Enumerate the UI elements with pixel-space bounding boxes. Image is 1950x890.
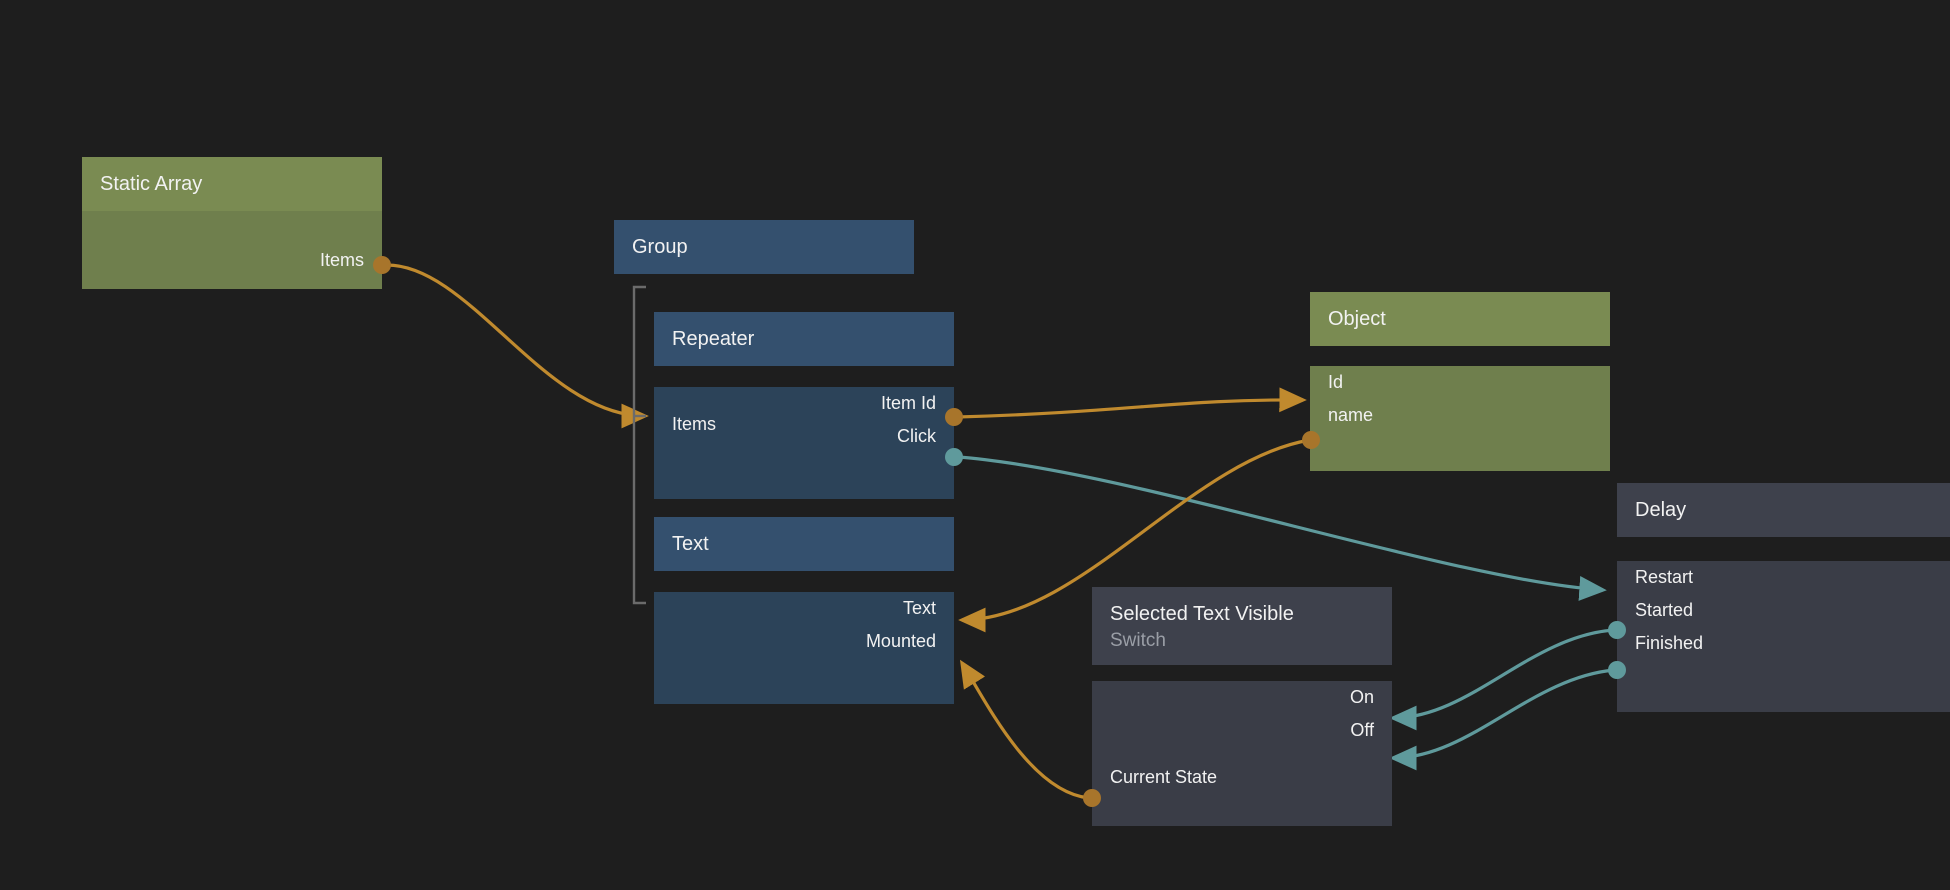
node-static-array[interactable]: Static Array Items [82, 157, 382, 289]
port-delay-finished-out[interactable]: Finished [1617, 627, 1950, 660]
node-object-title: Object [1310, 292, 1610, 346]
node-object[interactable]: Object Id name [1310, 292, 1610, 471]
node-selected-text-visible-title: Selected Text Visible Switch [1092, 587, 1392, 665]
port-label: Off [1350, 720, 1374, 740]
port-label: On [1349, 687, 1374, 707]
port-switch-on-in[interactable]: On [1092, 681, 1392, 714]
port-delay-restart-in[interactable]: Restart [1617, 561, 1950, 594]
port-text-mounted-in[interactable]: Mounted [654, 625, 954, 658]
port-label: Finished [1635, 633, 1704, 653]
node-group[interactable]: Group [614, 220, 914, 274]
port-label: Started [1635, 600, 1694, 620]
port-object-id-in[interactable]: Id [1310, 366, 1610, 399]
wire-switch-current-state-to-text-mounted [959, 659, 1090, 800]
port-label: Id [1328, 372, 1344, 392]
port-delay-started-out[interactable]: Started [1617, 594, 1950, 627]
node-text-title: Text [654, 517, 954, 571]
port-repeater-items-in[interactable]: Items [654, 408, 954, 441]
port-repeater-item-id-out[interactable]: Item Id [654, 387, 954, 420]
spacer [82, 211, 382, 244]
node-selected-text-visible-body: On Off Current State [1092, 681, 1392, 826]
node-delay-body: Restart Started Finished [1617, 561, 1950, 712]
port-label: Items [672, 414, 717, 434]
node-group-title: Group [614, 220, 914, 274]
node-repeater-body: Item Id Click Items [654, 387, 954, 499]
port-label: Text [902, 598, 936, 618]
wire-delay-finished-to-switch-off [1389, 668, 1615, 771]
port-static-array-items-out[interactable]: Items [82, 244, 382, 277]
port-label: Mounted [865, 631, 936, 651]
port-switch-current-state-out[interactable]: Current State [1092, 761, 1392, 794]
port-object-name-out[interactable]: name [1310, 399, 1610, 432]
node-object-body: Id name [1310, 366, 1610, 471]
port-label: Current State [1110, 767, 1218, 787]
port-label: Restart [1635, 567, 1694, 587]
wire-repeater-item-id-to-object-id [957, 387, 1307, 419]
wire-repeater-click-to-delay-restart [957, 455, 1607, 601]
port-label: Click [897, 426, 936, 446]
node-static-array-body: Items [82, 211, 382, 289]
node-subtitle: Switch [1110, 630, 1166, 651]
port-switch-off-in[interactable]: Off [1092, 714, 1392, 747]
port-label: Item Id [880, 393, 936, 413]
node-delay[interactable]: Delay Restart Started Finished [1617, 483, 1950, 712]
wire-static-array-items-to-repeater-items [386, 263, 649, 429]
node-selected-text-visible[interactable]: Selected Text Visible Switch On Off Curr… [1092, 587, 1392, 826]
node-repeater[interactable]: Repeater Item Id Click Items [654, 312, 954, 499]
port-label: Items [319, 250, 364, 270]
node-text[interactable]: Text Text Mounted [654, 517, 954, 704]
port-label: name [1328, 405, 1374, 425]
node-text-body: Text Mounted [654, 592, 954, 704]
port-repeater-click-out[interactable]: Click [654, 420, 954, 453]
port-text-text-in[interactable]: Text [654, 592, 954, 625]
wire-delay-started-to-switch-on [1389, 628, 1615, 731]
node-delay-title: Delay [1617, 483, 1950, 537]
node-repeater-title: Repeater [654, 312, 954, 366]
node-title-main: Selected Text Visible [1110, 603, 1294, 625]
node-static-array-title: Static Array [82, 157, 382, 211]
